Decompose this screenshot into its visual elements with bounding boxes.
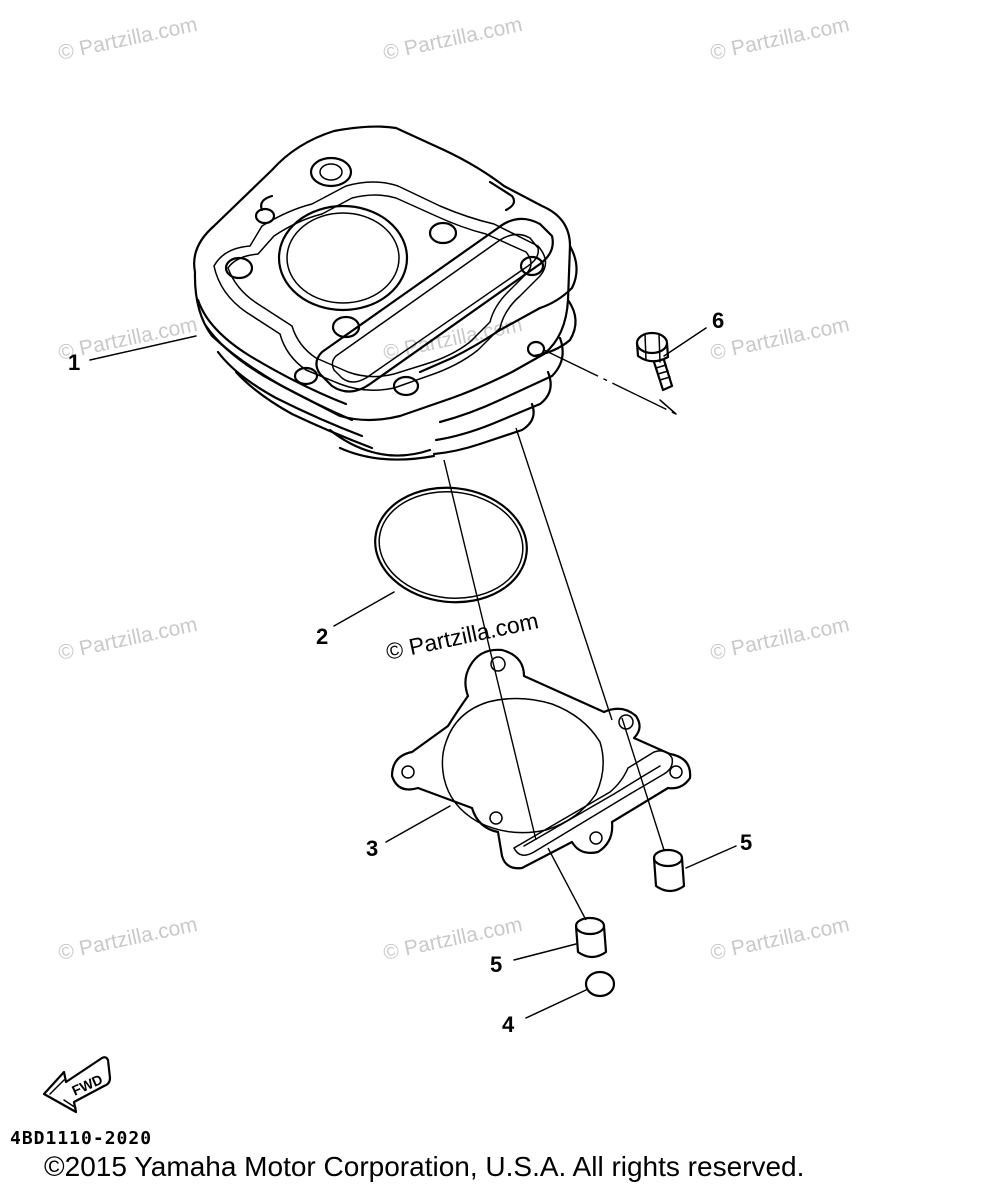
cylinder-base — [338, 446, 436, 461]
watermark: © Partzilla.com — [56, 13, 199, 65]
watermark: © Partzilla.com — [381, 13, 524, 65]
cooling-fin — [196, 298, 348, 406]
bolt-shank — [652, 358, 674, 392]
fwd-arrow-inner — [49, 1079, 77, 1109]
alignment-line — [621, 717, 665, 851]
cylinder-gasket-face — [213, 181, 547, 391]
watermark: © Partzilla.com — [381, 913, 524, 965]
callout-number: 6 — [712, 308, 724, 333]
part-o-ring-inner — [378, 491, 524, 599]
watermark: © Partzilla.com — [384, 607, 541, 665]
cooling-fin — [438, 336, 564, 424]
watermark: © Partzilla.com — [708, 313, 851, 365]
alignment-line — [543, 349, 677, 415]
cylinder-bolt-hole — [428, 221, 458, 245]
watermark: © Partzilla.com — [708, 13, 851, 65]
leader-lines — [89, 327, 737, 1019]
gasket-hole — [489, 811, 503, 825]
watermark: © Partzilla.com — [56, 913, 199, 965]
callout-number: 5 — [490, 952, 502, 977]
cylinder-bore-inner — [286, 212, 400, 304]
cylinder-bolt-hole — [254, 207, 276, 225]
cylinder-boss — [260, 194, 274, 212]
bolt-thread — [655, 364, 671, 381]
cylinder-bolt-hole — [224, 256, 254, 280]
watermark: © Partzilla.com — [708, 613, 851, 665]
leader-line — [333, 591, 395, 627]
dowel-body — [652, 856, 686, 893]
callout-number: 4 — [502, 1012, 515, 1037]
gasket-hole — [401, 765, 415, 779]
part-plug — [584, 970, 616, 998]
part-dowel-pin-left — [574, 916, 608, 959]
dowel-top — [574, 916, 606, 936]
cylinder-bolt-hole — [519, 255, 545, 277]
fwd-arrow: FWD — [42, 1056, 112, 1114]
callout-number: 5 — [740, 830, 752, 855]
dowel-body — [574, 924, 608, 959]
gasket-hole — [589, 831, 603, 845]
leader-line — [685, 845, 737, 869]
cylinder-bore — [277, 204, 409, 312]
cooling-fin — [328, 428, 432, 457]
callout-number: 3 — [366, 836, 378, 861]
watermark: © Partzilla.com — [56, 613, 199, 665]
gasket-hole — [490, 656, 506, 672]
cam-chain-tunnel-inner — [331, 233, 540, 383]
alignment-lines — [443, 349, 677, 921]
leader-line — [513, 943, 577, 961]
cooling-fin — [538, 244, 578, 310]
cooling-fin — [204, 324, 354, 422]
gasket-bore — [441, 697, 604, 834]
cooling-fin — [234, 370, 374, 450]
alignment-line — [443, 459, 537, 841]
gasket-hole — [669, 765, 683, 779]
watermark: © Partzilla.com — [708, 913, 851, 965]
leader-line — [525, 989, 587, 1019]
part-base-gasket — [390, 648, 692, 870]
cylinder-bolt-hole — [293, 366, 319, 386]
bolt-head — [635, 331, 669, 355]
cooling-fin — [216, 350, 364, 438]
cylinder-side-hole — [526, 340, 546, 358]
cylinder-boss — [488, 180, 516, 212]
callout-number: 1 — [68, 350, 80, 375]
gasket-chain-slot — [513, 750, 674, 856]
cooling-fin — [432, 402, 535, 456]
leader-line — [89, 335, 197, 361]
cylinder-gasket-inner — [227, 194, 532, 378]
part-bolt — [635, 331, 674, 392]
alignment-line — [515, 427, 613, 721]
callouts: 1 2 3 4 5 5 6 — [68, 308, 752, 1037]
callout-number: 2 — [316, 624, 328, 649]
bolt-head-body — [635, 341, 670, 363]
gasket-chain-slot-inner — [523, 765, 661, 847]
cooling-fin — [532, 298, 577, 358]
leader-line — [385, 805, 451, 843]
part-o-ring — [374, 486, 528, 604]
copyright-notice: ©2015 Yamaha Motor Corporation, U.S.A. A… — [44, 1151, 805, 1182]
drawing-code: 4BD1110-2020 — [10, 1128, 153, 1149]
cylinder-bolt-hole — [319, 163, 343, 181]
part-cylinder — [193, 125, 578, 461]
bolt-head-flats — [644, 333, 661, 363]
cylinder-bolt-hole — [309, 156, 353, 188]
cylinder-bolt-hole — [392, 375, 420, 397]
leader-line — [663, 327, 707, 357]
leader-line — [659, 399, 677, 415]
gasket-hole — [618, 714, 634, 730]
fwd-arrow-icon — [42, 1056, 112, 1114]
cooling-fin — [418, 306, 542, 374]
gasket-outline — [390, 648, 692, 870]
part-dowel-pin-right — [652, 848, 686, 893]
dowel-top — [652, 848, 684, 868]
cam-chain-tunnel — [315, 217, 554, 393]
alignment-line — [547, 847, 587, 921]
cooling-fin — [434, 370, 552, 442]
